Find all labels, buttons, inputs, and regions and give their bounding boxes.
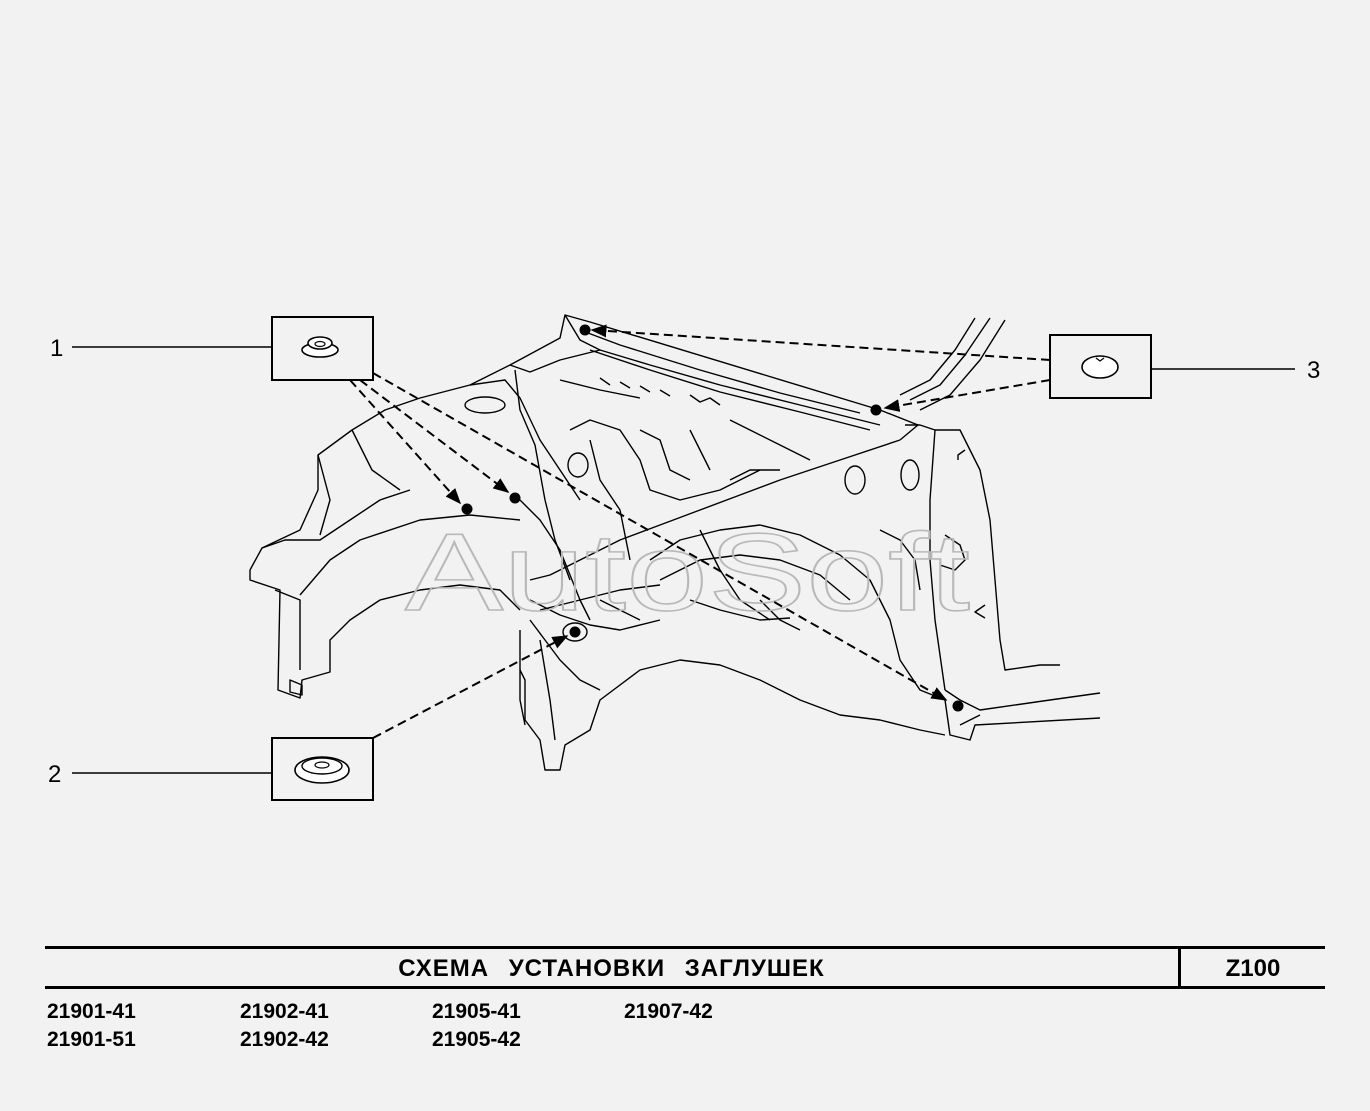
small-plug-hole-icon	[314, 340, 326, 348]
arrow-2	[372, 635, 569, 739]
callout-number-1: 1	[50, 335, 63, 362]
callout-box-2	[271, 737, 374, 801]
flat-plug-icon	[1081, 355, 1119, 379]
arrow-1a	[349, 379, 462, 505]
target-dot	[579, 324, 591, 336]
pointer-arrows	[349, 324, 1051, 739]
model-number: 21907-42	[624, 1000, 713, 1023]
target-dot	[952, 700, 964, 712]
large-plug-top-icon	[301, 757, 343, 775]
model-number: 21902-42	[240, 1028, 329, 1051]
target-points	[461, 324, 964, 712]
small-plug-top-icon	[307, 336, 333, 350]
target-dot	[509, 492, 521, 504]
callout-number-3: 3	[1307, 357, 1320, 384]
arrow-1b	[359, 379, 510, 493]
car-body-frame	[249, 314, 1101, 771]
target-dot	[461, 503, 473, 515]
callout-box-1	[271, 316, 374, 381]
title-block: СХЕМА УСТАНОВКИ ЗАГЛУШЕК Z100	[45, 946, 1325, 989]
callout-box-3	[1049, 334, 1152, 399]
model-number: 21901-51	[47, 1028, 136, 1051]
title-divider	[1178, 949, 1181, 986]
body-diagram: AutoSoft	[48, 314, 1320, 801]
callout-number-2: 2	[48, 761, 61, 788]
model-number: 21905-42	[432, 1028, 521, 1051]
model-number: 21902-41	[240, 1000, 329, 1023]
arrow-3b	[883, 379, 1051, 412]
model-list: 21901-41 21902-41 21905-41 21907-42 2190…	[47, 1000, 947, 1060]
arrow-3a	[590, 324, 1051, 361]
target-dot	[569, 626, 581, 638]
model-number: 21901-41	[47, 1000, 136, 1023]
arrow-1c	[372, 372, 948, 701]
watermark: AutoSoft	[405, 511, 970, 634]
large-plug-hole-icon	[314, 761, 330, 769]
leader-lines	[72, 346, 1295, 774]
diagram-title: СХЕМА УСТАНОВКИ ЗАГЛУШЕК	[398, 955, 825, 982]
target-dot	[870, 404, 882, 416]
diagram-code: Z100	[1225, 955, 1281, 982]
flat-plug-tab-icon	[1095, 357, 1105, 362]
model-number: 21905-41	[432, 1000, 521, 1023]
